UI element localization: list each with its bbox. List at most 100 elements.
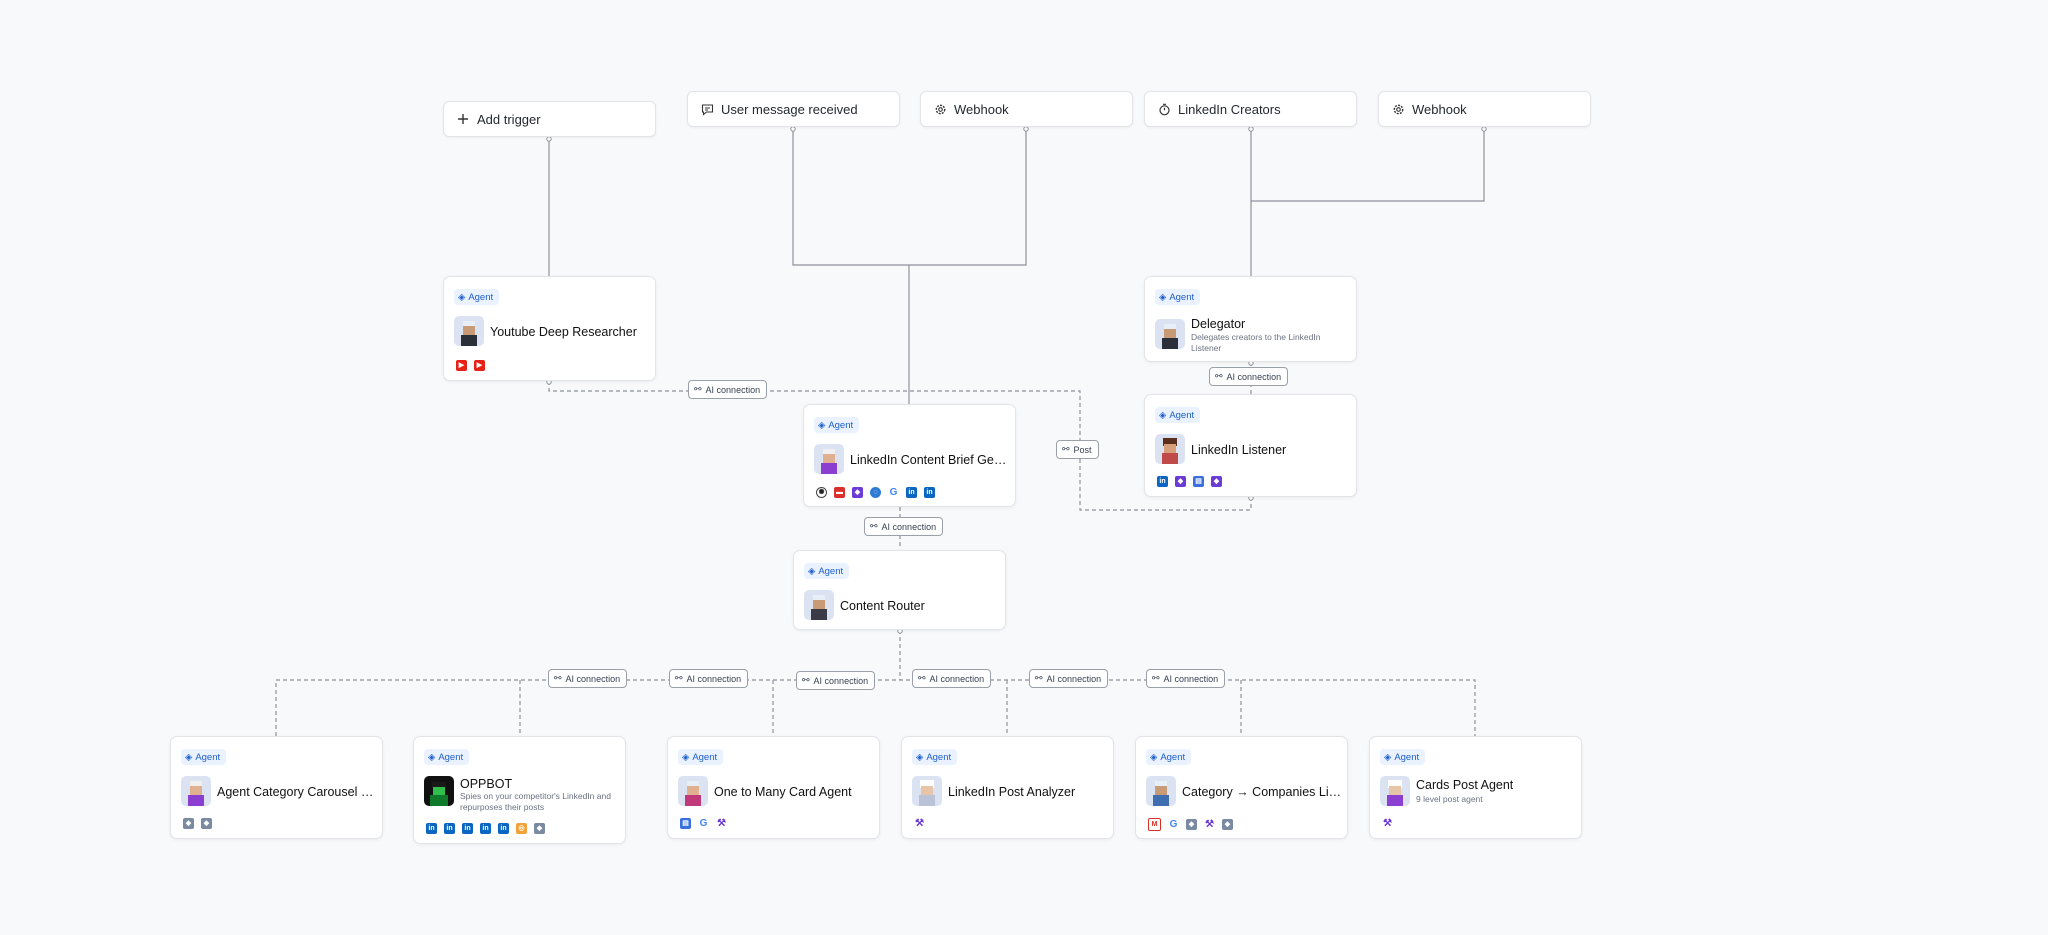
avatar [1146,776,1176,806]
add-trigger-button[interactable]: Add trigger [443,101,656,137]
agent-name: Cards Post Agent [1416,778,1514,792]
agent-icon: ◈ [458,291,466,303]
tool-list: ⚒ [914,818,925,829]
app-icon: ◆ [201,818,212,829]
trigger-webhook-2[interactable]: Webhook [1378,91,1591,127]
wrench-icon: ⚒ [1204,818,1215,830]
agent-badge: ◈Agent [1380,749,1426,765]
agent-icon: ◈ [185,751,193,763]
agent-name: LinkedIn Listener [1191,443,1287,457]
agent-card-linkedin-content-brief[interactable]: ◈Agent LinkedIn Content Brief Genera... … [803,404,1016,507]
linkedin-icon: in [498,823,509,834]
agent-badge: ◈Agent [424,749,470,765]
agent-card-content-router[interactable]: ◈Agent Content Router [793,550,1006,630]
linkedin-icon: in [1157,476,1168,487]
avatar [181,776,211,806]
youtube-icon: ▶ [456,360,467,371]
agent-badge: ◈Agent [804,563,850,579]
ai-connection-label[interactable]: ⚯AI connection [688,380,768,399]
doc-icon: ▤ [680,818,691,829]
avatar [678,776,708,806]
agent-icon: ◈ [1150,751,1158,763]
link-icon: ⚯ [1035,673,1043,683]
ai-connection-label[interactable]: ⚯AI connection [1146,669,1226,688]
avatar [804,590,834,620]
agent-badge: ◈Agent [1155,407,1201,423]
agent-card-carousel-generator[interactable]: ◈Agent Agent Category Carousel Gen... ◆ … [170,736,383,839]
agent-name: Agent Category Carousel Gen... [217,785,377,799]
agent-name: Youtube Deep Researcher [490,325,637,339]
wrench-icon: ⚒ [1382,817,1393,829]
google-icon: G [888,486,899,498]
link-icon: ⚯ [918,673,926,683]
gmail-icon: M [1148,818,1161,831]
agent-card-oppbot[interactable]: ◈Agent OPPBOT Spies on your competitor's… [413,736,626,844]
agent-name: One to Many Card Agent [714,785,852,799]
app-icon: ◆ [534,823,545,834]
trigger-user-message[interactable]: User message received [687,91,900,127]
agent-icon: ◈ [818,419,826,431]
agent-icon: ◈ [428,751,436,763]
agent-card-post-analyzer[interactable]: ◈Agent LinkedIn Post Analyzer ⚒ [901,736,1114,839]
agent-card-cards-post[interactable]: ◈Agent Cards Post Agent 9 level post age… [1369,736,1582,839]
gear-icon [932,101,948,117]
agent-card-one-to-many[interactable]: ◈Agent One to Many Card Agent ▤ G ⚒ [667,736,880,839]
link-icon: ⚯ [1062,444,1070,454]
linkedin-icon: in [480,823,491,834]
tool-list: ▶ ▶ [456,360,485,371]
agent-card-category-companies[interactable]: ◈Agent Category → Companies Linke... M G… [1135,736,1348,839]
ai-connection-label[interactable]: ⚯AI connection [796,671,876,690]
agent-icon: ◈ [916,751,924,763]
agent-badge: ◈Agent [814,417,860,433]
agent-name: LinkedIn Post Analyzer [948,785,1076,799]
trigger-label: LinkedIn Creators [1178,101,1281,117]
agent-name: LinkedIn Content Brief Genera... [850,453,1012,467]
app-icon: ◆ [1222,819,1233,830]
avatar [1155,319,1185,349]
ai-connection-label[interactable]: ⚯AI connection [1209,367,1289,386]
ai-connection-label[interactable]: ⚯AI connection [864,517,944,536]
post-connection-label[interactable]: ⚯Post [1056,440,1099,459]
link-icon: ⚯ [802,675,810,685]
link-icon: ⚯ [675,673,683,683]
agent-name: Delegator [1191,317,1246,331]
agent-description: 9 level post agent [1416,794,1483,804]
app-icon: ◆ [1175,476,1186,487]
avatar [454,316,484,346]
ai-connection-label[interactable]: ⚯AI connection [669,669,749,688]
globe-icon: ◌ [870,487,881,498]
trigger-webhook-1[interactable]: Webhook [920,91,1133,127]
app-icon: ◆ [183,818,194,829]
agent-icon: ◈ [1159,291,1167,303]
agent-icon: ◈ [1384,751,1392,763]
agent-name: Content Router [840,599,925,613]
linkedin-icon: in [906,487,917,498]
app-icon: ◆ [1186,819,1197,830]
link-icon: ⚯ [870,521,878,531]
trigger-label: Webhook [954,101,1009,117]
agent-card-linkedin-listener[interactable]: ◈Agent LinkedIn Listener in ◆ ▤ ◆ [1144,394,1357,497]
ai-connection-label[interactable]: ⚯AI connection [1029,669,1109,688]
avatar [1155,434,1185,464]
youtube-icon: ▶ [474,360,485,371]
agent-card-delegator[interactable]: ◈Agent Delegator Delegates creators to t… [1144,276,1357,362]
agent-badge: ◈Agent [181,749,227,765]
plus-icon [455,111,471,127]
linkedin-icon: in [924,487,935,498]
ai-connection-label[interactable]: ⚯AI connection [912,669,992,688]
chip-icon: ◎ [516,823,527,834]
link-icon: ⚯ [554,673,562,683]
gear-icon [1390,101,1406,117]
trigger-label: Add trigger [477,111,541,127]
trigger-linkedin-creators[interactable]: LinkedIn Creators [1144,91,1357,127]
wrench-icon: ⚒ [716,817,727,829]
ai-connection-label[interactable]: ⚯AI connection [548,669,628,688]
avatar [424,776,454,806]
avatar [1380,776,1410,806]
agent-badge: ◈Agent [912,749,958,765]
pdf-icon: ▬ [834,487,845,498]
timer-icon [1156,101,1172,117]
agent-card-youtube-deep-researcher[interactable]: ◈Agent Youtube Deep Researcher ▶ ▶ [443,276,656,381]
chat-icon [699,101,715,117]
